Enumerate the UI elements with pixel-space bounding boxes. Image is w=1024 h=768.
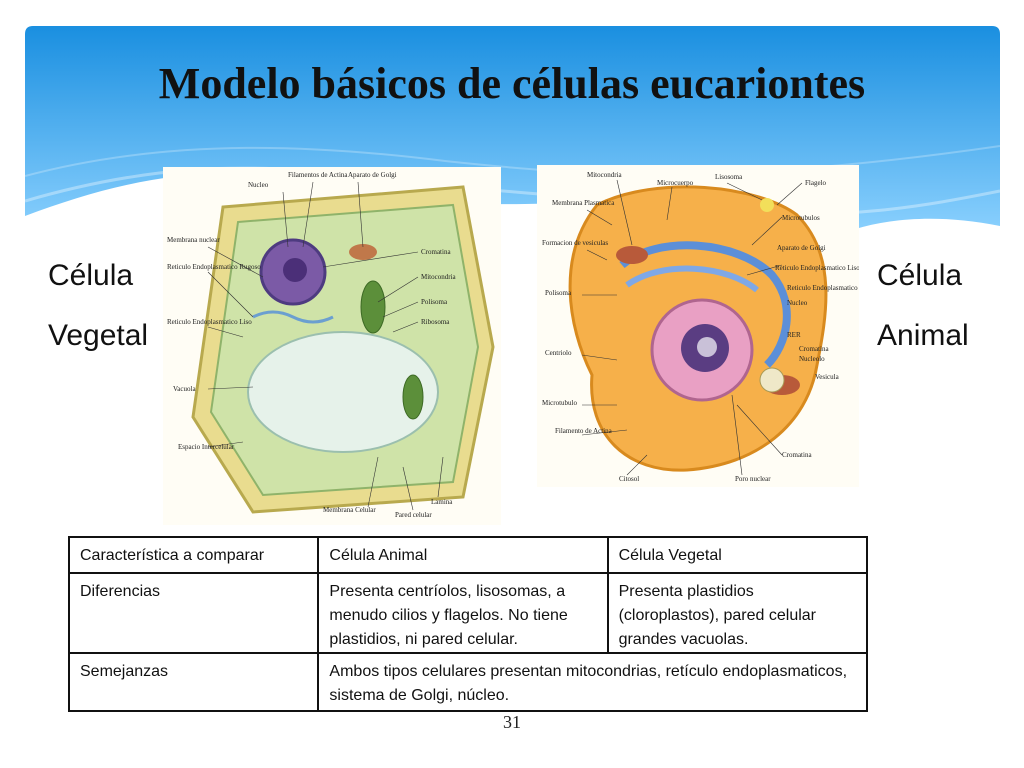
- animal-text-vesiculas: Formacion de vesiculas: [542, 239, 608, 247]
- plant-text-golgi: Aparato de Golgi: [348, 171, 397, 179]
- plant-text-rel: Reticulo Endoplasmatico Liso: [167, 318, 252, 326]
- cell-diferencias-animal: Presenta centríolos, lisosomas, a menudo…: [317, 572, 609, 654]
- animal-text-actina: Filamento de Actina: [555, 427, 613, 435]
- plant-text-membrana-nuclear: Membrana nuclear: [167, 236, 220, 244]
- plant-text-mitocondria: Mitocondria: [421, 273, 456, 281]
- plant-text-vacuola: Vacuola: [173, 385, 196, 393]
- table-row: Diferencias Presenta centríolos, lisosom…: [67, 572, 869, 654]
- plant-cell-label: Célula Vegetal: [48, 246, 148, 366]
- plant-text-cromatina: Cromatina: [421, 248, 451, 256]
- header-vegetal: Célula Vegetal: [606, 536, 869, 574]
- plant-label-line-1: Célula: [48, 259, 134, 292]
- row-label-semejanzas: Semejanzas: [67, 652, 320, 712]
- comparison-table: Característica a comparar Célula Animal …: [67, 536, 869, 712]
- plant-label-line-2: Vegetal: [48, 319, 149, 352]
- plant-cell-diagram: Nucleo Filamentos de Actina Aparato de G…: [163, 167, 501, 525]
- animal-cell-label: Célula Animal: [877, 246, 969, 366]
- animal-text-poro: Poro nuclear: [735, 475, 771, 483]
- animal-text-rel: Reticulo Endoplasmatico Liso: [775, 264, 859, 272]
- animal-text-golgi: Aparato de Golgi: [777, 244, 826, 252]
- animal-text-flagelo: Flagelo: [805, 179, 826, 187]
- plant-text-espacio: Espacio Intercelular: [178, 443, 235, 451]
- row-label-diferencias: Diferencias: [67, 572, 320, 654]
- animal-text-nucleo: Nucleo: [787, 299, 808, 307]
- animal-text-lisosoma: Lisosoma: [715, 173, 743, 181]
- table-header-row: Característica a comparar Célula Animal …: [67, 536, 869, 574]
- plant-text-pared: Pared celular: [395, 511, 432, 519]
- cell-diferencias-vegetal: Presenta plastidios (cloroplastos), pare…: [606, 572, 869, 654]
- animal-text-rer: RER: [787, 331, 801, 339]
- animal-text-microtubulo: Microtubulo: [542, 399, 577, 407]
- cell-semejanzas: Ambos tipos celulares presentan mitocond…: [317, 652, 868, 712]
- header-characteristic: Característica a comparar: [67, 536, 320, 574]
- animal-text-cromatina-1: Cromatina: [799, 345, 829, 353]
- plant-cell-label-lines: [207, 181, 444, 511]
- table-row: Semejanzas Ambos tipos celulares present…: [67, 652, 868, 712]
- animal-text-mitocondria: Mitocondria: [587, 171, 622, 179]
- plant-text-nucleo: Nucleo: [248, 181, 269, 189]
- animal-cell-label-lines: [581, 179, 803, 476]
- animal-text-polisoma: Polisoma: [545, 289, 572, 297]
- animal-text-nucleolo: Nucleolo: [799, 355, 825, 363]
- page-number: 31: [503, 712, 521, 732]
- animal-cell-diagram: Mitocondria Lisosoma Microcuerpo Flagelo…: [537, 165, 859, 487]
- plant-text-polisoma: Polisoma: [421, 298, 448, 306]
- animal-text-cromatina-2: Cromatina: [782, 451, 812, 459]
- animal-text-membrana: Membrana Plasmatica: [552, 199, 615, 207]
- animal-text-citosol: Citosol: [619, 475, 639, 483]
- animal-text-microcuerpo: Microcuerpo: [657, 179, 694, 187]
- animal-text-vesicula: Vesicula: [815, 373, 840, 381]
- animal-text-rer-long: Reticulo Endoplasmatico Rugoso: [787, 284, 859, 292]
- animal-label-line-1: Célula: [877, 259, 963, 292]
- plant-text-lamina: Lamina: [431, 498, 453, 506]
- plant-text-filamentos: Filamentos de Actina: [288, 171, 348, 179]
- plant-text-rer: Reticulo Endoplasmatico Rugoso: [167, 263, 261, 271]
- animal-label-line-2: Animal: [877, 319, 969, 352]
- slide-title: Modelo básicos de células eucariontes: [158, 59, 866, 108]
- plant-text-membrana-celular: Membrana Celular: [323, 506, 376, 514]
- animal-text-centriolo: Centriolo: [545, 349, 572, 357]
- header-animal: Célula Animal: [317, 536, 609, 574]
- plant-text-ribosoma: Ribosoma: [421, 318, 450, 326]
- animal-text-microtubulos: Microtubulos: [782, 214, 820, 222]
